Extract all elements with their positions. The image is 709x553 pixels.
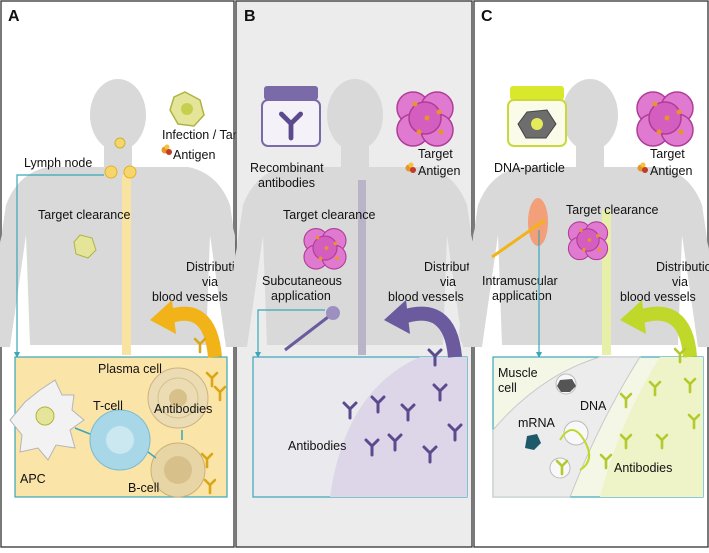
antigen-label-b: Antigen [418,164,460,178]
t-cell-nucleus [106,426,134,454]
plasma-cell-label: Plasma cell [98,362,162,376]
cleared-target-icon [303,227,347,270]
lymph-node-icon [104,165,118,179]
lymph-node-label: Lymph node [24,156,92,170]
distribution-label-c-2: via [672,275,688,289]
apc-tcell-arrow [74,427,91,435]
cleared-virus-icon [73,234,97,259]
panel-c: C DNA-particle Target Antigen Target cle… [459,0,709,548]
target-cluster-icon [396,91,454,147]
distribution-arrowhead-b [384,300,410,334]
jar-lid [510,86,564,100]
distribution-arrowhead-a [150,300,176,334]
intramuscular-label-2: application [492,289,552,303]
mrna-strand [559,429,591,471]
blood-vessel-b [358,180,366,355]
connector-line-a [16,174,104,357]
connector-arrowhead-a [14,352,20,358]
distribution-label-b-3: blood vessels [388,290,464,304]
target-cluster-icon [636,91,694,147]
panel-b: B Recombinant antibodies Target Antigen … [224,0,487,548]
recombinant-label-2: antibodies [258,176,315,190]
antigen-label-c: Antigen [650,164,692,178]
subcutaneous-label-2: application [271,289,331,303]
antibody-cloud-c [600,357,703,497]
infection-target-label: Infection / Target [162,128,255,142]
dna-particle-in-cell-icon [557,379,576,392]
target-label-b: Target [418,147,453,161]
plasma-cell-ring [157,377,199,419]
connector-arrowhead-b [255,352,261,358]
lymph-node-icon [123,165,137,179]
muscle-label-1: Muscle [498,366,538,380]
antibodies-label-a: Antibodies [154,402,212,416]
syringe-icon [491,218,546,259]
distribution-label-a-2: via [202,275,218,289]
syringe-icon [284,312,333,352]
target-clearance-label-b: Target clearance [283,208,375,222]
panel-a: A Infection / Target Antigen Lymph node … [0,0,255,548]
blood-vessel-c [602,210,611,355]
distribution-arrow-b [397,306,462,358]
panel-c-letter: C [481,8,493,25]
panel-a-letter: A [8,8,20,25]
tcell-bcell-arrow [147,451,157,459]
distribution-arrowhead-c [620,300,646,334]
connector-line-b [257,309,325,357]
injection-site-icon [326,306,340,320]
dna-particle-label: DNA-particle [494,161,565,175]
distribution-label-b-2: via [440,275,456,289]
injection-muscle-icon [528,198,548,246]
antibodies-label-c: Antibodies [614,461,672,475]
distribution-label-c-3: blood vessels [620,290,696,304]
distribution-label-a-1: Distribution [186,260,249,274]
distribution-arrow-c [633,306,697,358]
cleared-target-icon [567,221,609,261]
distribution-label-a-3: blood vessels [152,290,228,304]
b-cell-label: B-cell [128,481,159,495]
dna-core-icon [531,118,543,130]
target-label-c: Target [650,147,685,161]
apc-virus-icon [35,406,55,426]
b-cell-nucleus [164,456,192,484]
connector-arrowhead-c [536,352,542,358]
subcutaneous-label-1: Subcutaneous [262,274,342,288]
antibody-cloud-b [330,357,467,497]
ribosome-icon [525,434,541,450]
antibodies-label-b: Antibodies [288,439,346,453]
plasma-cell-nucleus [169,389,187,407]
jar-lid [264,86,318,100]
target-clearance-label-a: Target clearance [38,208,130,222]
apc-label: APC [20,472,46,486]
dna-label: DNA [580,399,607,413]
virus-core-icon [181,103,193,115]
antigen-label: Antigen [173,148,215,162]
distribution-label-c-1: Distribution [656,260,709,274]
panel-b-letter: B [244,8,256,25]
virus-small-icon [114,137,126,149]
target-clearance-label-c: Target clearance [566,203,658,217]
intramuscular-label-1: Intramuscular [482,274,558,288]
recombinant-label-1: Recombinant [250,161,324,175]
t-cell-label: T-cell [93,399,123,413]
mrna-label: mRNA [518,416,555,430]
muscle-label-2: cell [498,381,517,395]
blood-vessel-a [122,175,131,355]
